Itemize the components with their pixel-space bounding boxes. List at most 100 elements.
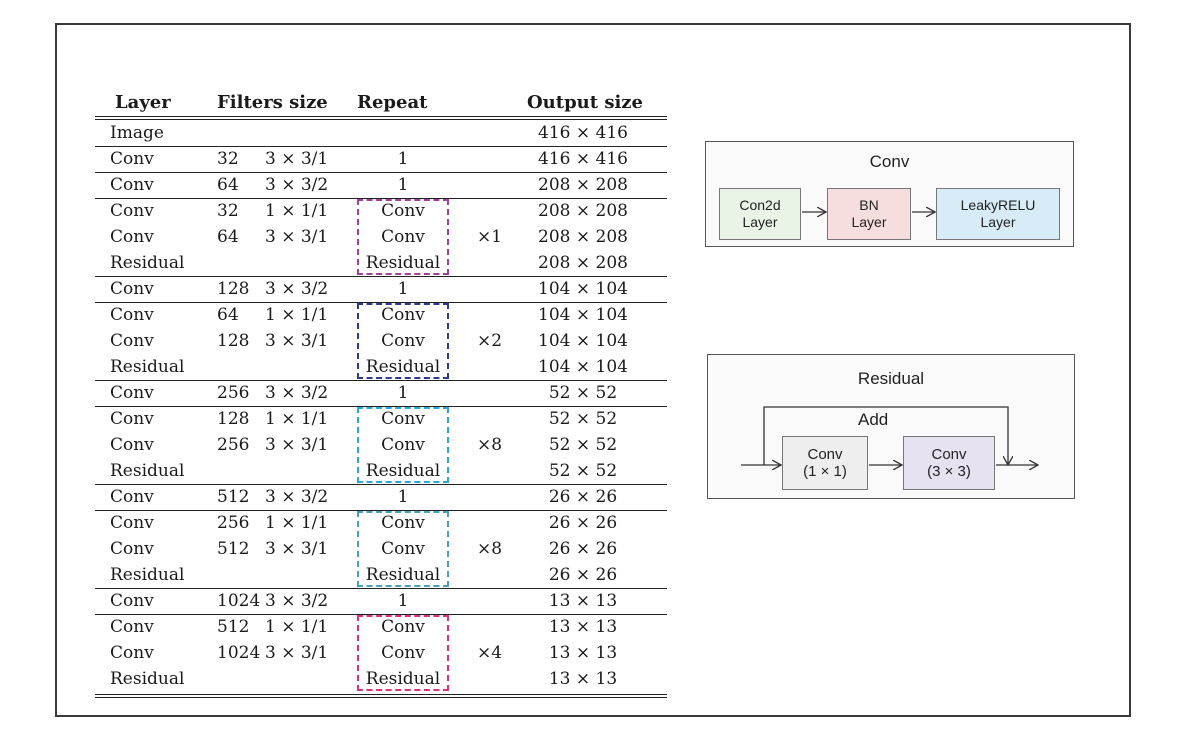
table-rule (95, 697, 667, 698)
cell-out: 13 × 13 (548, 617, 618, 637)
cell-repeat: Conv (381, 201, 425, 221)
cell-mult: ×8 (477, 539, 503, 559)
table-rule (95, 380, 667, 381)
cell-out: 416 × 416 (538, 149, 628, 169)
bn-block: BN Layer (827, 188, 911, 240)
cell-repeat: Conv (381, 227, 425, 247)
cell-mult: ×4 (477, 643, 503, 663)
repeat-group-box (357, 199, 449, 275)
cell-layer: Residual (110, 357, 185, 377)
cell-repeat: Conv (381, 409, 425, 429)
cell-layer: Conv (110, 409, 154, 429)
cell-repeat: Conv (381, 435, 425, 455)
cell-out: 26 × 26 (548, 513, 618, 533)
cell-repeat: 1 (397, 591, 409, 611)
cell-out: 416 × 416 (538, 123, 628, 143)
cell-f1: 64 (217, 227, 239, 247)
cell-f1: 128 (217, 331, 250, 351)
repeat-group-box (357, 303, 449, 379)
cell-f2: 1 × 1/1 (265, 305, 329, 325)
table-rule (95, 406, 667, 407)
cell-repeat: 1 (397, 383, 409, 403)
cell-repeat: Residual (365, 461, 441, 481)
cell-repeat: Conv (381, 539, 425, 559)
cell-layer: Residual (110, 253, 185, 273)
table-rule (95, 588, 667, 589)
cell-f2: 1 × 1/1 (265, 617, 329, 637)
cell-layer: Conv (110, 227, 154, 247)
cell-f1: 512 (217, 487, 250, 507)
cell-out: 13 × 13 (548, 669, 618, 689)
cell-layer: Conv (110, 487, 154, 507)
repeat-group-box (357, 407, 449, 483)
cell-layer: Conv (110, 539, 154, 559)
cell-f1: 1024 (217, 591, 261, 611)
cell-out: 104 × 104 (538, 305, 628, 325)
cell-repeat: Residual (365, 565, 441, 585)
residual-arrows (741, 406, 1076, 500)
header-filters: Filters size (217, 92, 328, 113)
header-output: Output size (527, 92, 643, 113)
table-row: Residual Residual 208 × 208 (95, 250, 667, 276)
cell-layer: Residual (110, 669, 185, 689)
cell-f2: 3 × 3/1 (265, 539, 329, 559)
cell-f1: 64 (217, 305, 239, 325)
cell-f2: 3 × 3/2 (265, 175, 329, 195)
skip-connection (763, 406, 1008, 465)
cell-f1: 32 (217, 201, 239, 221)
repeat-group-box (357, 511, 449, 587)
residual-diagram: Residual Add Conv (1 × 1) Conv (3 × 3) (707, 354, 1075, 499)
cell-layer: Conv (110, 643, 154, 663)
cell-repeat: 1 (397, 279, 409, 299)
cell-out: 208 × 208 (538, 253, 628, 273)
cell-f2: 1 × 1/1 (265, 201, 329, 221)
header-layer: Layer (115, 92, 171, 113)
cell-f2: 3 × 3/2 (265, 383, 329, 403)
conv2d-block: Con2d Layer (719, 188, 801, 240)
cell-repeat: Residual (365, 669, 441, 689)
cell-layer: Conv (110, 331, 154, 351)
cell-layer: Conv (110, 175, 154, 195)
cell-f2: 3 × 3/1 (265, 149, 329, 169)
cell-layer: Conv (110, 305, 154, 325)
cell-f2: 1 × 1/1 (265, 409, 329, 429)
conv-arrows (802, 142, 1075, 248)
cell-repeat: Conv (381, 513, 425, 533)
cell-layer: Conv (110, 201, 154, 221)
cell-out: 26 × 26 (548, 565, 618, 585)
cell-layer: Conv (110, 279, 154, 299)
cell-f2: 3 × 3/2 (265, 487, 329, 507)
cell-f2: 3 × 3/1 (265, 435, 329, 455)
residual-diagram-title: Residual (857, 369, 925, 388)
table-rule (95, 614, 667, 615)
cell-out: 52 × 52 (548, 383, 618, 403)
cell-layer: Conv (110, 591, 154, 611)
cell-f2: 3 × 3/1 (265, 331, 329, 351)
cell-out: 52 × 52 (548, 435, 618, 455)
cell-layer: Conv (110, 383, 154, 403)
cell-out: 26 × 26 (548, 487, 618, 507)
repeat-group-box (357, 615, 449, 691)
cell-f1: 256 (217, 435, 250, 455)
cell-out: 26 × 26 (548, 539, 618, 559)
cell-out: 52 × 52 (548, 461, 618, 481)
conv-diagram-title: Conv (869, 152, 910, 171)
cell-mult: ×2 (477, 331, 503, 351)
table-rule (95, 510, 667, 511)
cell-repeat: 1 (397, 149, 409, 169)
cell-f1: 256 (217, 383, 250, 403)
cell-repeat: Residual (365, 253, 441, 273)
